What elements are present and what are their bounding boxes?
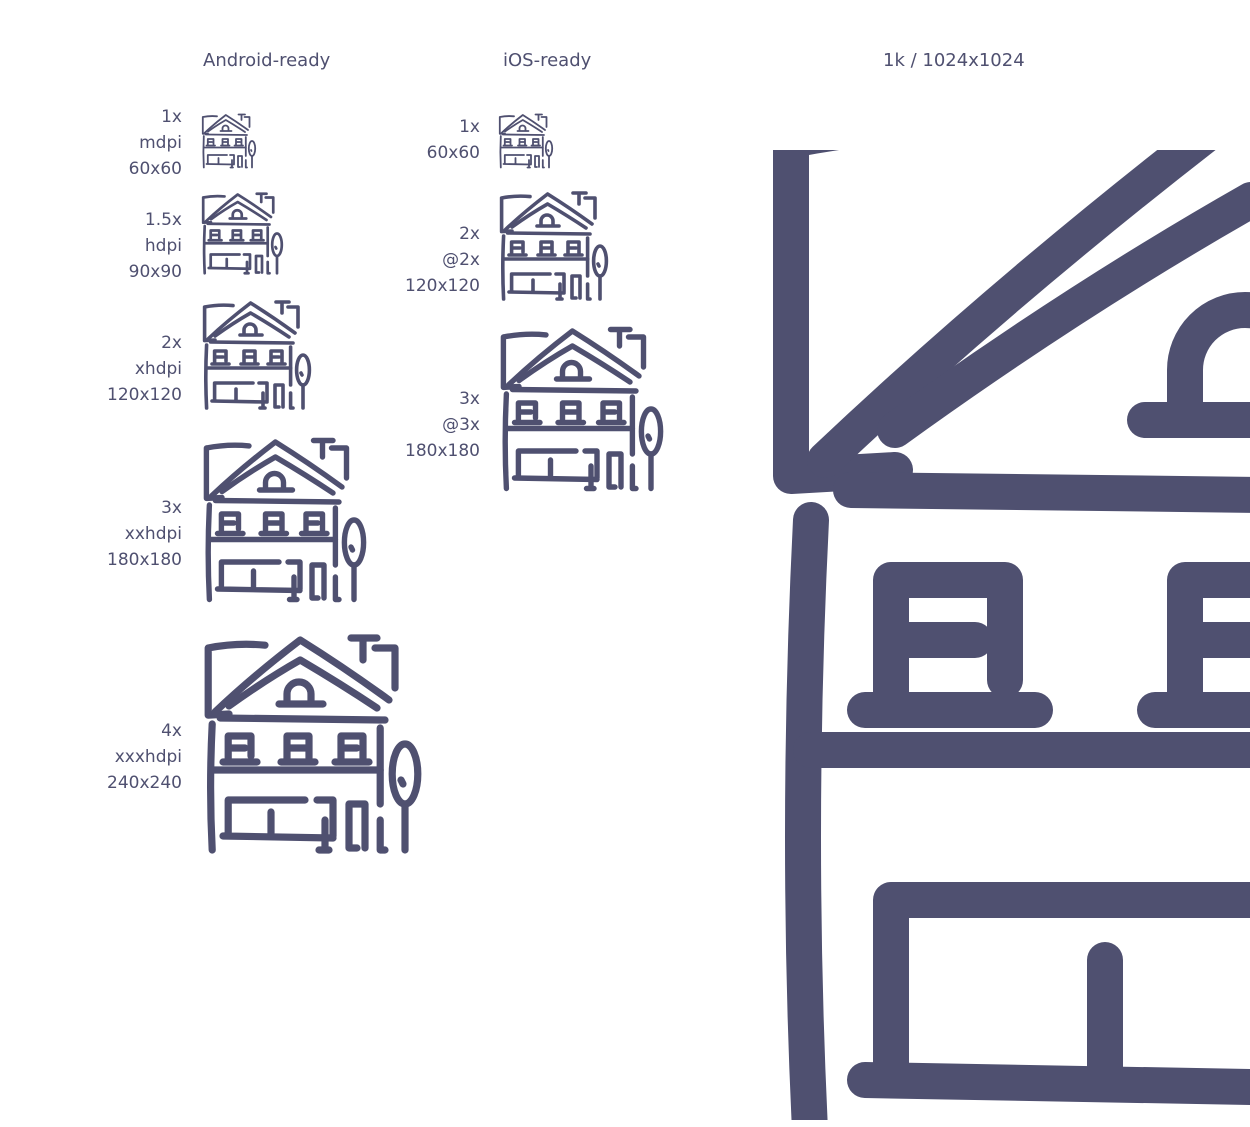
ios-label-2x: 2x @2x 120x120	[405, 221, 480, 299]
size-text: 240x240	[107, 773, 182, 793]
house-icon	[496, 188, 616, 308]
android-label-mdpi: 1x mdpi 60x60	[129, 104, 182, 182]
size-text: 120x120	[107, 385, 182, 405]
house-icon	[495, 322, 675, 502]
house-icon	[497, 112, 557, 172]
large-icon-preview	[770, 150, 1250, 1120]
density-text: xxxhdpi	[114, 747, 182, 767]
suffix-text: @3x	[442, 415, 480, 435]
house-icon	[197, 628, 437, 868]
house-icon	[200, 112, 260, 172]
scale-text: 1.5x	[144, 210, 182, 230]
size-text: 60x60	[128, 159, 182, 179]
density-text: xhdpi	[134, 359, 182, 379]
density-text: hdpi	[144, 236, 182, 256]
size-text: 90x90	[128, 262, 182, 282]
android-label-xxxhdpi: 4x xxxhdpi 240x240	[107, 718, 182, 796]
scale-text: 3x	[161, 498, 182, 518]
house-icon	[199, 297, 319, 417]
scale-text: 2x	[161, 333, 182, 353]
house-icon	[198, 433, 378, 613]
android-label-xxhdpi: 3x xxhdpi 180x180	[107, 495, 182, 573]
house-icon	[791, 150, 1250, 1120]
size-text: 60x60	[426, 143, 480, 163]
ios-label-1x: 1x 60x60	[427, 114, 480, 166]
android-label-xhdpi: 2x xhdpi 120x120	[107, 330, 182, 408]
android-header: Android-ready	[203, 50, 331, 71]
size-text: 120x120	[405, 276, 480, 296]
ios-header: iOS-ready	[503, 50, 592, 71]
suffix-text: @2x	[442, 250, 480, 270]
size-text: 180x180	[107, 550, 182, 570]
large-preview-header: 1k / 1024x1024	[883, 50, 1025, 71]
density-text: xxhdpi	[124, 524, 182, 544]
scale-text: 1x	[161, 107, 182, 127]
scale-text: 1x	[459, 117, 480, 137]
size-text: 180x180	[405, 441, 480, 461]
scale-text: 2x	[459, 224, 480, 244]
density-text: mdpi	[139, 133, 182, 153]
scale-text: 4x	[161, 721, 182, 741]
house-icon	[199, 190, 289, 280]
scale-text: 3x	[459, 389, 480, 409]
ios-label-3x: 3x @3x 180x180	[405, 386, 480, 464]
android-label-hdpi: 1.5x hdpi 90x90	[129, 207, 182, 285]
